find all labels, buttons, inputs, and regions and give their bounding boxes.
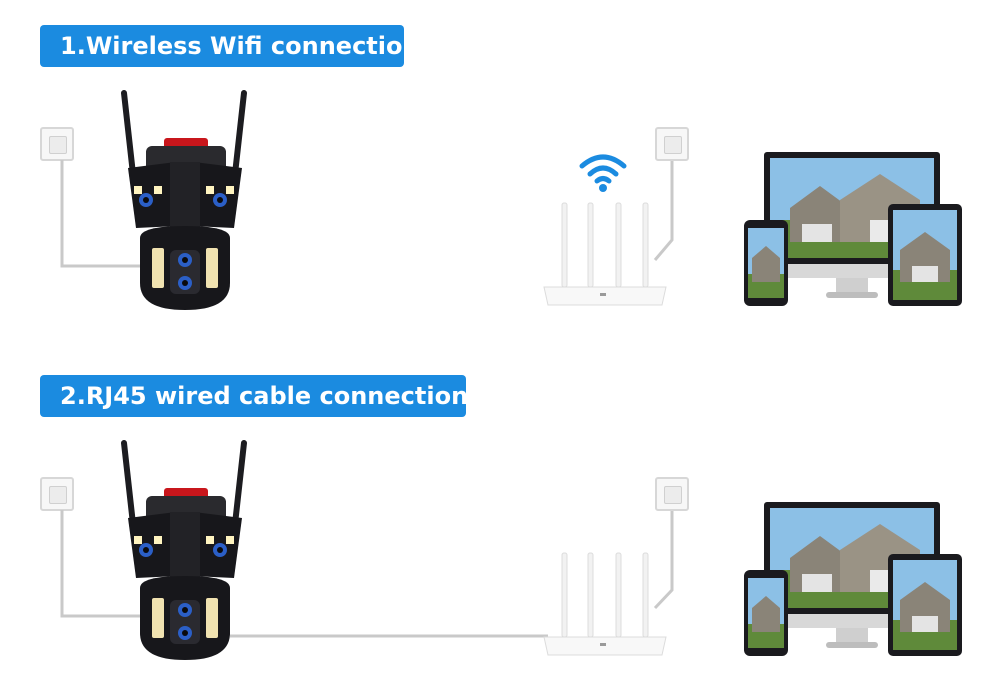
power-outlet-icon (40, 477, 74, 511)
display-devices (744, 152, 962, 306)
section-2-title: 2.RJ45 wired cable connection (40, 375, 468, 417)
tablet-icon (888, 554, 962, 656)
router-icon (543, 552, 667, 656)
power-cable (60, 510, 140, 618)
power-cable (60, 160, 140, 268)
dual-lens-ptz-camera-icon (121, 90, 247, 310)
wifi-icon (579, 154, 627, 192)
dual-lens-ptz-camera-icon (121, 440, 247, 660)
power-outlet-icon (655, 127, 689, 161)
router-power-cable (653, 160, 674, 261)
smartphone-icon (744, 220, 788, 306)
power-outlet-icon (40, 127, 74, 161)
smartphone-icon (744, 570, 788, 656)
router-icon (543, 202, 667, 306)
router-power-cable (653, 510, 674, 610)
tablet-icon (888, 204, 962, 306)
power-outlet-icon (655, 477, 689, 511)
display-devices (744, 502, 962, 656)
section-1-title: 1.Wireless Wifi connection (40, 25, 420, 67)
